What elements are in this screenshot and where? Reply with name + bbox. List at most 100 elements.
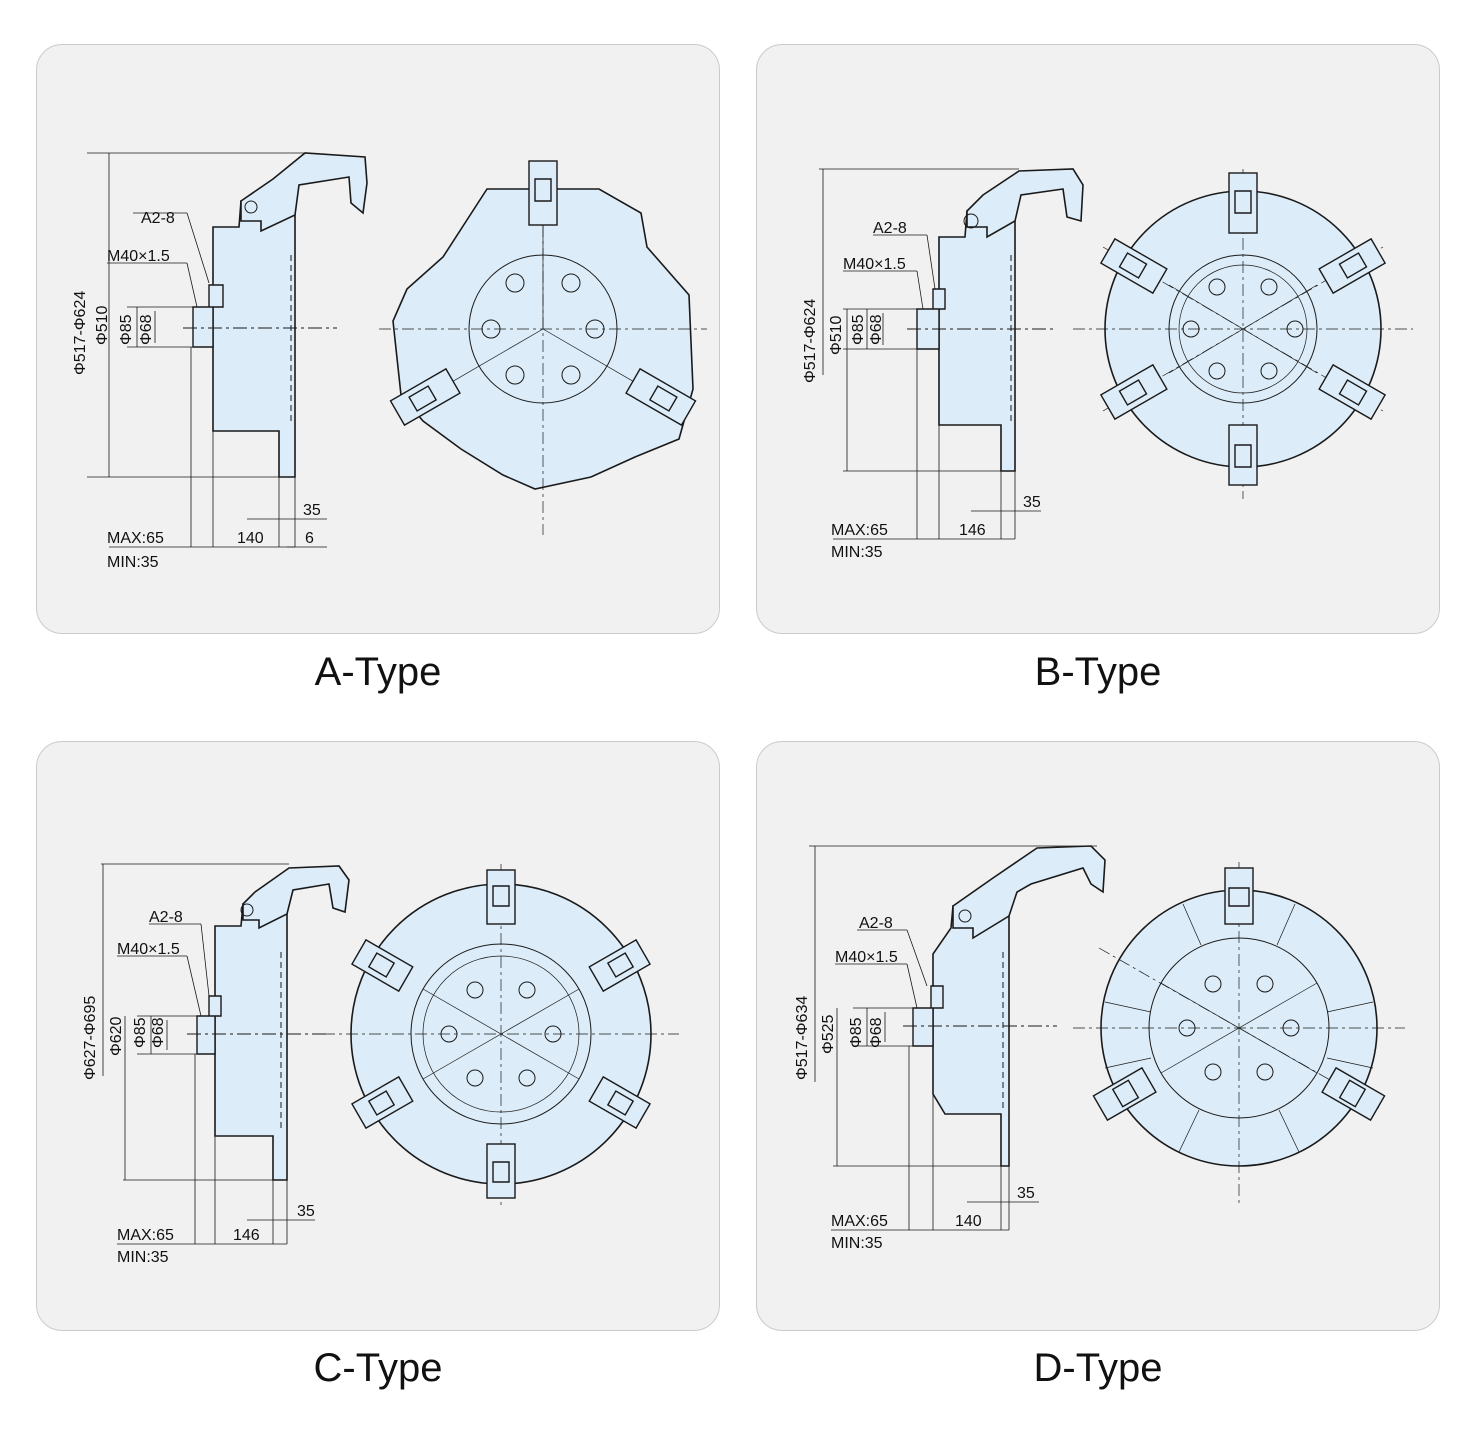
technical-drawing-d-type: A2-8 M40×1.5 Φ517-Φ634 Φ525 Φ85 Φ68 MAX:…	[794, 845, 1405, 1252]
drawing-panel-d-type: A2-8 M40×1.5 Φ517-Φ634 Φ525 Φ85 Φ68 MAX:…	[756, 741, 1440, 1331]
bolt-circle-icon	[240, 903, 254, 917]
thread-m-label: M40×1.5	[835, 949, 898, 966]
jaw-top	[528, 160, 558, 226]
drawing-panel-c-type: A2-8 M40×1.5 Φ627-Φ695 Φ620 Φ85 Φ68 MAX:…	[36, 741, 720, 1331]
offset-label: 35	[1017, 1185, 1035, 1202]
stroke-max-label: MAX:65	[117, 1227, 174, 1244]
jaw-240	[351, 1075, 414, 1130]
thread-a-label: A2-8	[859, 915, 893, 932]
jaw-300	[1099, 237, 1168, 295]
front-view	[323, 864, 679, 1208]
bolt-circle-icon	[963, 213, 979, 229]
width-label: 146	[233, 1227, 260, 1244]
jaw-right	[625, 367, 697, 427]
offset-label: 35	[303, 502, 321, 519]
spindle-nose	[916, 288, 946, 350]
dia-body-label: Φ620	[108, 1016, 125, 1056]
dia-68-label: Φ68	[150, 1017, 167, 1048]
thread-a-label: A2-8	[149, 909, 183, 926]
jaw-left	[389, 367, 461, 427]
thread-m-label: M40×1.5	[117, 941, 180, 958]
offset-label: 35	[297, 1203, 315, 1220]
stroke-min-label: MIN:35	[117, 1249, 169, 1266]
dia-85-label: Φ85	[848, 1017, 865, 1048]
mounting-holes	[1182, 278, 1304, 380]
bolt-circle-icon	[244, 200, 258, 214]
dimension-lines	[809, 845, 1097, 1231]
jaw-left	[1092, 1066, 1157, 1122]
stroke-max-label: MAX:65	[831, 522, 888, 539]
jaw-set-six	[351, 869, 651, 1199]
dia-68-label: Φ68	[868, 1017, 885, 1048]
thickness-label: 6	[305, 530, 314, 547]
caption-b-type: B-Type	[1034, 650, 1162, 694]
mounting-holes	[440, 981, 562, 1087]
dia-68-label: Φ68	[868, 314, 885, 345]
thread-m-label: M40×1.5	[843, 256, 906, 273]
mounting-holes	[1178, 975, 1300, 1081]
mounting-holes	[481, 273, 605, 385]
jaw-180	[1228, 424, 1258, 486]
side-view	[903, 845, 1106, 1167]
chuck-face-outline	[392, 188, 694, 490]
bolt-circle-icon	[958, 909, 972, 923]
top-jaw-arm	[240, 152, 368, 233]
front-view	[1073, 169, 1413, 499]
chuck-body-profile	[938, 210, 1016, 472]
dimension-lines	[101, 863, 315, 1245]
chuck-body-profile	[212, 200, 296, 478]
spindle-nose	[912, 985, 944, 1047]
top-jaw-arm	[952, 845, 1106, 940]
face-segments	[1104, 903, 1374, 1153]
jaw-300	[351, 938, 414, 993]
dia-85-label: Φ85	[118, 314, 135, 345]
dimension-lines	[819, 168, 1041, 540]
offset-label: 35	[1023, 494, 1041, 511]
side-view	[907, 168, 1084, 472]
side-view	[183, 152, 368, 478]
jaw-180	[486, 1143, 516, 1199]
technical-drawing-b-type: A2-8 M40×1.5 Φ517-Φ624 Φ510 Φ85 Φ68 MAX:…	[802, 168, 1413, 561]
jaw-top	[1224, 867, 1254, 925]
chuck-body-profile	[214, 903, 288, 1181]
jaw-0	[486, 869, 516, 925]
thread-a-label: A2-8	[873, 220, 907, 237]
dia-outer-label: Φ627-Φ695	[82, 996, 99, 1080]
jaw-right	[1321, 1066, 1386, 1122]
technical-drawing-a-type: A2-8 M40×1.5 Φ517-Φ624 Φ510 Φ85 Φ68 MAX:…	[72, 152, 707, 571]
jaw-60	[588, 938, 651, 993]
stroke-min-label: MIN:35	[831, 544, 883, 561]
top-jaw-arm	[966, 168, 1084, 239]
jaw-120	[1318, 363, 1387, 421]
dia-85-label: Φ85	[850, 314, 867, 345]
side-view	[187, 865, 350, 1181]
thread-a-label: A2-8	[141, 210, 175, 227]
jaw-0	[1228, 172, 1258, 234]
jaw-set-six	[1099, 172, 1387, 486]
drawing-panel-a-type: A2-8 M40×1.5 Φ517-Φ624 Φ510 Φ85 Φ68 MAX:…	[36, 44, 720, 634]
dia-body-label: Φ525	[820, 1014, 837, 1054]
width-label: 140	[237, 530, 264, 547]
dia-68-label: Φ68	[138, 314, 155, 345]
front-view	[1073, 862, 1405, 1204]
dia-outer-label: Φ517-Φ624	[802, 299, 819, 383]
caption-c-type: C-Type	[313, 1346, 443, 1390]
dia-85-label: Φ85	[132, 1017, 149, 1048]
technical-drawing-c-type: A2-8 M40×1.5 Φ627-Φ695 Φ620 Φ85 Φ68 MAX:…	[82, 863, 679, 1266]
stroke-max-label: MAX:65	[831, 1213, 888, 1230]
front-view	[379, 160, 707, 535]
jaw-240	[1099, 363, 1168, 421]
width-label: 140	[955, 1213, 982, 1230]
top-jaw-arm	[242, 865, 350, 930]
stroke-max-label: MAX:65	[107, 530, 164, 547]
dia-outer-label: Φ517-Φ634	[794, 996, 811, 1080]
thread-m-label: M40×1.5	[107, 248, 170, 265]
stroke-min-label: MIN:35	[831, 1235, 883, 1252]
spindle-nose	[192, 284, 224, 348]
drawing-panel-b-type: A2-8 M40×1.5 Φ517-Φ624 Φ510 Φ85 Φ68 MAX:…	[756, 44, 1440, 634]
dia-body-label: Φ510	[94, 305, 111, 345]
chuck-body-profile	[932, 905, 1010, 1167]
dimension-lines	[87, 152, 327, 548]
jaw-120	[588, 1075, 651, 1130]
stroke-min-label: MIN:35	[107, 554, 159, 571]
